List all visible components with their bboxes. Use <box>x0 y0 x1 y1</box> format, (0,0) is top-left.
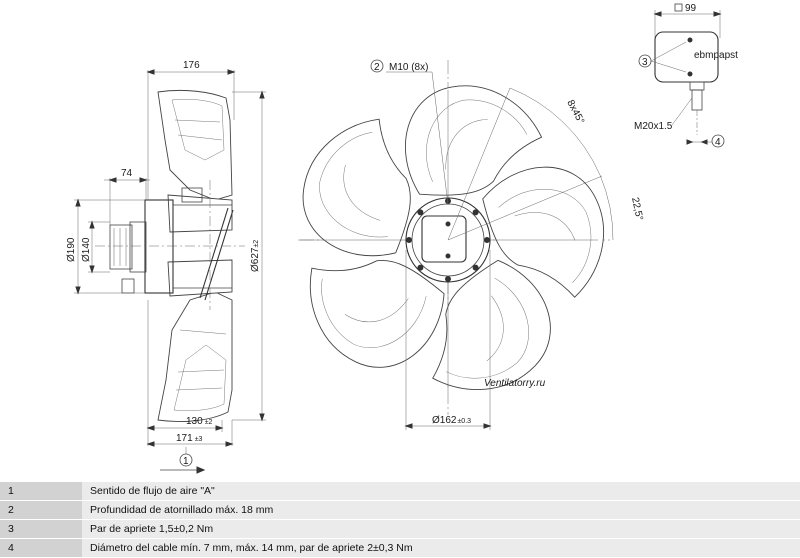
note-number: 3 <box>0 519 82 539</box>
table-row: 1 Sentido de flujo de aire "A" <box>0 481 800 501</box>
dim-dia-162: Ø162±0.3 <box>432 415 471 426</box>
dim-176: 176 <box>183 60 200 71</box>
callout-2: 2 <box>374 62 380 73</box>
dim-130: 130±2 <box>186 416 213 427</box>
dim-dia-140: Ø140 <box>81 237 92 262</box>
callout-1: 1 <box>183 456 189 467</box>
dim-dia-190: Ø190 <box>66 237 77 262</box>
table-row: 4 Diámetro del cable mín. 7 mm, máx. 14 … <box>0 538 800 557</box>
notes-table: 1 Sentido de flujo de aire "A" 2 Profund… <box>0 481 800 557</box>
callout-3: 3 <box>642 57 648 68</box>
dim-99: 99 <box>685 3 697 14</box>
box-brand: ebmpapst <box>694 50 738 61</box>
note-text: Profundidad de atornillado máx. 18 mm <box>82 500 800 520</box>
note-number: 1 <box>0 481 82 501</box>
note-text: Sentido de flujo de aire "A" <box>82 481 800 501</box>
label-22-5: 22,5° <box>629 196 645 221</box>
front-view <box>298 60 614 415</box>
label-m20: M20x1.5 <box>634 121 673 132</box>
table-row: 2 Profundidad de atornillado máx. 18 mm <box>0 500 800 520</box>
note-text: Diámetro del cable mín. 7 mm, máx. 14 mm… <box>82 538 800 557</box>
dim-dia-627: Ø627±2 <box>250 240 261 272</box>
terminal-box-detail: 99 ebmpapst 3 4 M20x1.5 <box>634 3 738 148</box>
note-number: 4 <box>0 538 82 557</box>
dim-171: 171±3 <box>176 433 203 444</box>
side-view <box>95 89 245 422</box>
callout-4: 4 <box>715 137 721 148</box>
label-m10: M10 (8x) <box>389 62 428 73</box>
dim-74: 74 <box>121 168 133 179</box>
watermark: Ventilatorry.ru <box>484 378 546 389</box>
table-row: 3 Par de apriete 1,5±0,2 Nm <box>0 519 800 539</box>
side-dimensions: 176 74 Ø190 Ø140 Ø627±2 130±2 171±3 <box>66 60 266 474</box>
note-text: Par de apriete 1,5±0,2 Nm <box>82 519 800 539</box>
technical-drawing: 176 74 Ø190 Ø140 Ø627±2 130±2 171±3 <box>66 3 738 474</box>
label-8x45: 8x45° <box>564 98 586 126</box>
note-number: 2 <box>0 500 82 520</box>
